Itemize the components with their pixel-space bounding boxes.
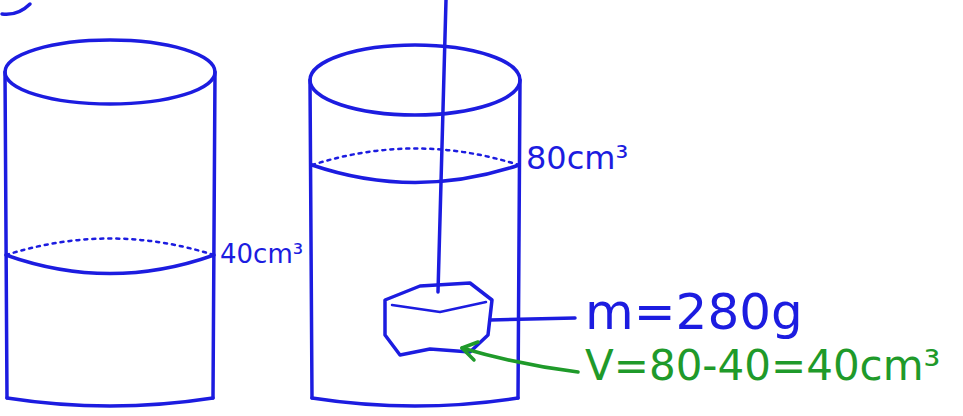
volume-reading: 80cm³ (526, 140, 628, 177)
water-level (6, 255, 214, 274)
cylinder-base (312, 398, 518, 406)
cylinder-rim (310, 45, 520, 115)
cylinder-base (7, 398, 213, 406)
water-level-back (312, 149, 519, 166)
cylinder-wall (518, 80, 520, 398)
water-level (312, 165, 519, 183)
volume-arrow (462, 342, 578, 372)
scribble (2, 4, 30, 14)
cylinder-rim (5, 40, 215, 104)
cylinder-wall (310, 80, 312, 398)
stone-facet (392, 302, 486, 312)
volume-reading: 40cm³ (220, 240, 303, 270)
leader-line (490, 318, 575, 320)
cylinder-wall (5, 72, 7, 398)
volume-calculation: V=80-40=40cm³ (585, 342, 940, 390)
mass-label: m=280g (585, 284, 803, 342)
water-level-back (6, 239, 214, 256)
string (438, 0, 446, 292)
cylinder-wall (213, 72, 215, 398)
